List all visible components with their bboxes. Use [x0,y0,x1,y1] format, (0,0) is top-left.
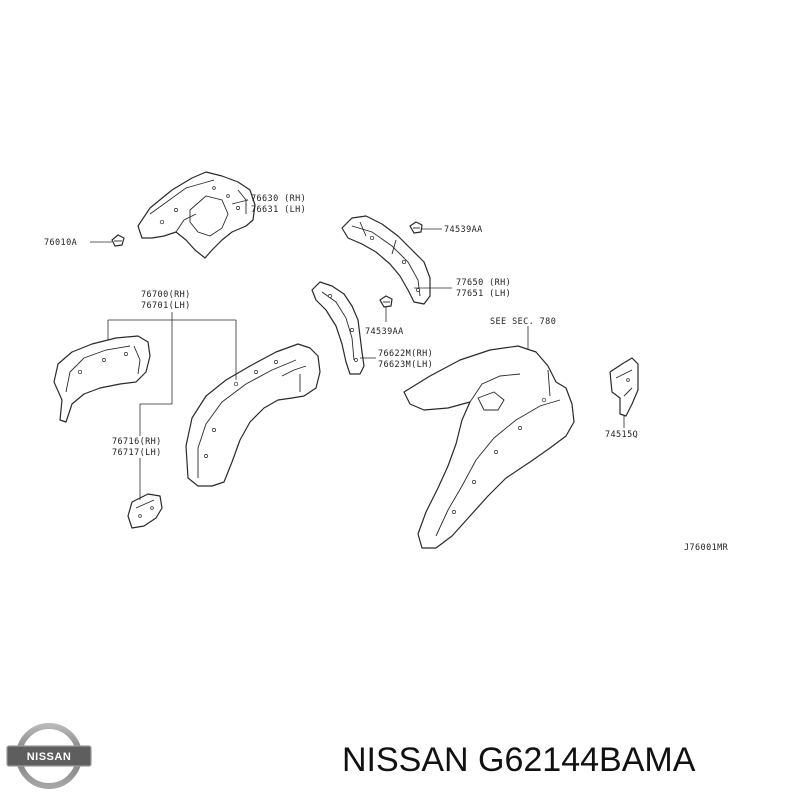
part-76630-panel[interactable] [137,171,256,259]
part-number-caption: NISSAN G62144BAMA [342,741,696,779]
label-76622M: 76622M(RH) [378,349,433,359]
label-76631: 76631 (LH) [251,205,306,215]
part-76622M-extension[interactable] [311,281,365,375]
part-76716-lower-bracket[interactable] [127,493,163,529]
nissan-logo: NISSAN [6,723,92,789]
label-76717: 76717(LH) [112,448,162,458]
label-76701: 76701(LH) [141,301,191,311]
label-74539AA-mid: 74539AA [365,327,404,337]
part-74515Q-bracket[interactable] [609,357,639,417]
label-76630: 76630 (RH) [251,194,306,204]
label-76716: 76716(RH) [112,437,162,447]
label-76623M: 76623M(LH) [378,360,433,370]
part-76700-wheelhouse[interactable] [185,343,321,487]
label-74515Q: 74515Q [605,430,638,440]
part-77650-bracket[interactable] [341,215,431,305]
part-74539AA-bolt-top[interactable] [409,221,423,234]
label-76700: 76700(RH) [141,290,191,300]
label-74539AA-top: 74539AA [444,225,483,235]
leader-lines [90,199,625,500]
label-76010A: 76010A [44,238,77,248]
label-77650: 77650 (RH) [456,278,511,288]
rear-body-side-outer[interactable] [403,345,575,549]
part-74539AA-bolt-mid[interactable] [379,295,393,308]
svg-text:NISSAN: NISSAN [27,751,72,763]
callout-labels: 76630 (RH) 76631 (LH) 76010A 74539AA 776… [44,194,729,553]
label-77651: 77651 (LH) [456,289,511,299]
part-76716-bracket[interactable] [53,335,151,423]
label-see-sec-780: SEE SEC. 780 [490,317,556,327]
diagram-code: J76001MR [684,543,729,553]
part-76010A-clip[interactable] [111,234,125,247]
